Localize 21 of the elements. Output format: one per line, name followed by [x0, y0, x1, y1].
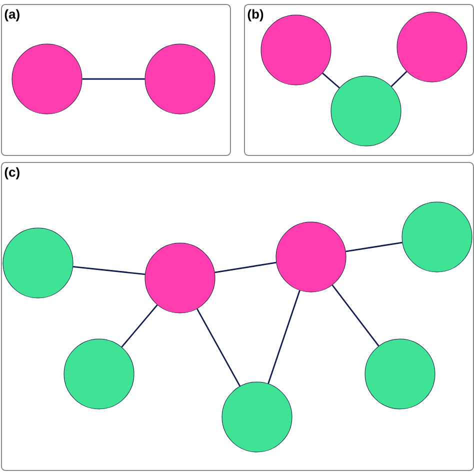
circle-node [396, 12, 468, 82]
connector-line [346, 242, 402, 252]
connector-line [390, 71, 408, 87]
circle-node [2, 228, 74, 298]
circle-node [276, 222, 346, 292]
connector-line [121, 304, 158, 348]
connector-line [196, 308, 241, 387]
circle-node [12, 44, 82, 114]
connector-line [322, 72, 340, 88]
connector-line [268, 290, 300, 384]
circle-node [144, 242, 216, 314]
circle-node [222, 382, 292, 452]
circle-node [144, 44, 216, 114]
circle-node [330, 76, 402, 146]
connector-line [72, 266, 146, 275]
connector-line [82, 78, 145, 80]
circle-node [402, 202, 472, 272]
connector-line [214, 262, 276, 274]
circle-node [364, 338, 436, 410]
connector-line [332, 284, 380, 346]
circle-node [64, 338, 134, 410]
